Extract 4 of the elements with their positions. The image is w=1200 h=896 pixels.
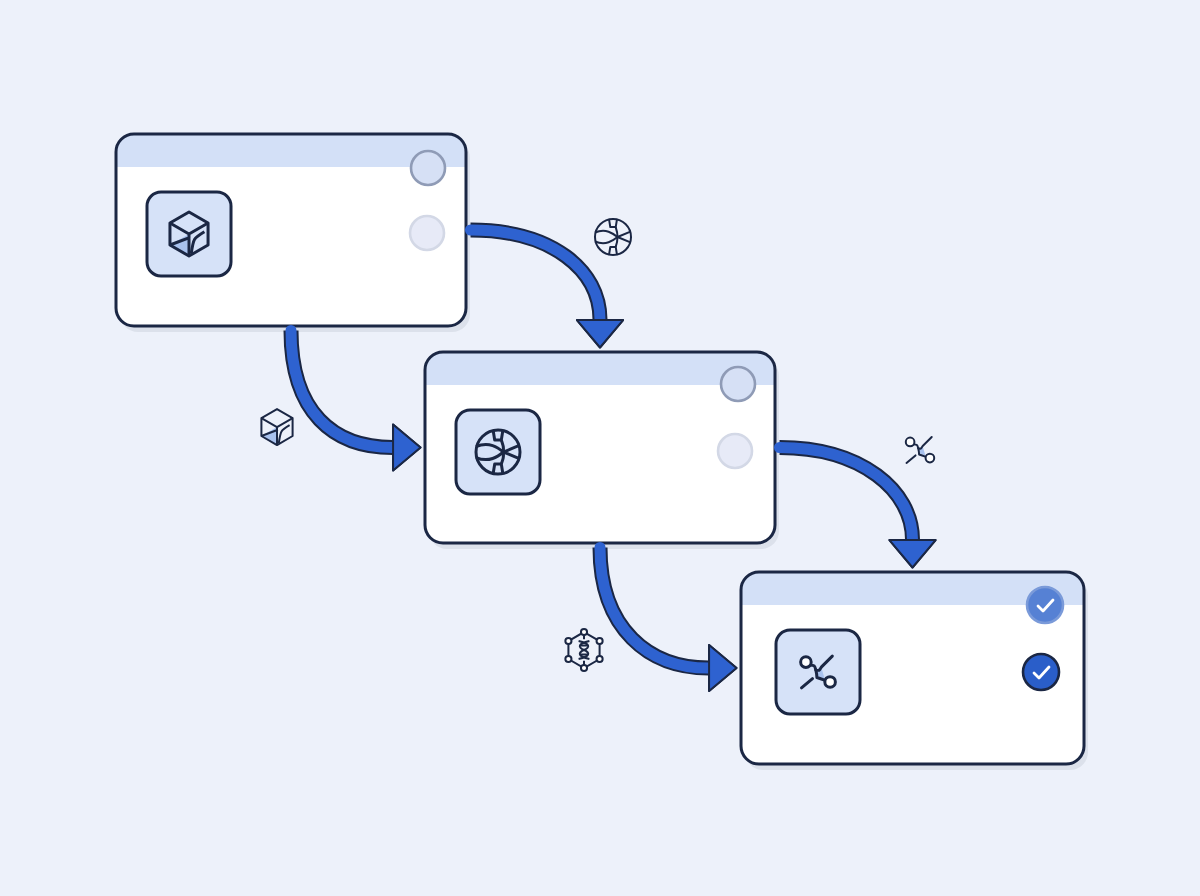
arrow <box>774 440 937 569</box>
arrow <box>592 542 738 693</box>
arrow <box>283 325 422 472</box>
arrow <box>465 222 625 349</box>
